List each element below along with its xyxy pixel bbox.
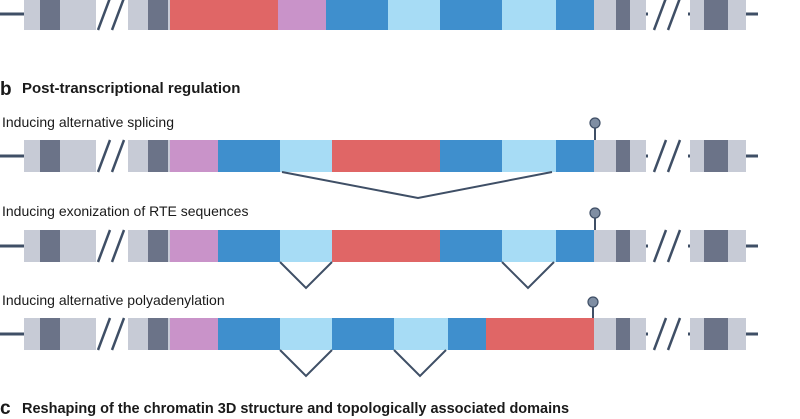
exon-blue-light <box>502 230 556 262</box>
exon-blue-dark <box>218 140 280 172</box>
exon-grey-dark <box>148 140 168 172</box>
exon-purple <box>170 230 218 262</box>
gene-model-top <box>0 0 758 31</box>
polya-lollipop <box>589 117 601 140</box>
exon-blue-light <box>280 140 332 172</box>
exon-grey-dark <box>616 0 630 30</box>
rte-red-block <box>170 0 278 30</box>
intron-break-marks <box>96 139 688 173</box>
exon-grey-dark <box>616 318 630 350</box>
exon-grey-dark <box>148 0 168 30</box>
polya-lollipop <box>589 207 601 230</box>
splice-junction <box>281 171 553 200</box>
exon-blue-light <box>394 318 448 350</box>
exon-blue-light <box>280 318 332 350</box>
exon-grey-dark <box>40 318 60 350</box>
exon-blue-dark <box>448 318 486 350</box>
rte-red-block <box>332 230 440 262</box>
exon-blue-dark <box>556 230 594 262</box>
panel-c-letter: c <box>0 398 11 419</box>
intron-break-marks <box>96 0 688 31</box>
exon-grey-dark <box>616 230 630 262</box>
exon-grey-dark <box>40 230 60 262</box>
exon-purple <box>170 140 218 172</box>
exon-blue-light <box>280 230 332 262</box>
exon-blue-dark <box>440 230 502 262</box>
exon-blue-light <box>388 0 440 30</box>
gene-model-polyadenylation <box>0 296 758 378</box>
exon-grey-dark <box>704 140 728 172</box>
exon-grey-dark <box>704 0 728 30</box>
exon-blue-dark <box>218 230 280 262</box>
gene-model-splicing <box>0 117 758 200</box>
exon-blue-dark <box>440 0 502 30</box>
intron-break-marks <box>96 317 688 351</box>
panel-b-letter: b <box>0 79 12 100</box>
exon-purple <box>278 0 326 30</box>
exon-blue-dark <box>332 318 394 350</box>
row-label-splicing: Inducing alternative splicing <box>2 114 174 130</box>
exon-blue-dark <box>556 140 594 172</box>
exon-grey-dark <box>40 0 60 30</box>
exon-grey-dark <box>40 140 60 172</box>
exon-blue-dark <box>556 0 594 30</box>
intron-break-marks <box>96 229 688 263</box>
row-label-exonization: Inducing exonization of RTE sequences <box>2 203 248 219</box>
rte-red-block <box>486 318 594 350</box>
exon-grey-dark <box>704 318 728 350</box>
exon-grey-dark <box>148 230 168 262</box>
row-label-polyadenylation: Inducing alternative polyadenylation <box>2 292 225 308</box>
exon-grey-dark <box>616 140 630 172</box>
exon-purple <box>170 318 218 350</box>
splice-junction <box>393 349 447 378</box>
exon-blue-dark <box>440 140 502 172</box>
splice-junction <box>501 261 555 290</box>
exon-grey-dark <box>148 318 168 350</box>
exon-blue-dark <box>218 318 280 350</box>
exon-blue-light <box>502 0 556 30</box>
rte-red-block <box>332 140 440 172</box>
exon-blue-dark <box>326 0 388 30</box>
exon-grey-dark <box>704 230 728 262</box>
exon-blue-light <box>502 140 556 172</box>
polya-lollipop <box>587 296 599 318</box>
gene-model-exonization <box>0 207 758 290</box>
panel-c-title: Reshaping of the chromatin 3D structure … <box>22 401 569 417</box>
splice-junction <box>279 349 333 378</box>
splice-junction <box>279 261 333 290</box>
panel-b-title: Post-transcriptional regulation <box>22 80 240 97</box>
